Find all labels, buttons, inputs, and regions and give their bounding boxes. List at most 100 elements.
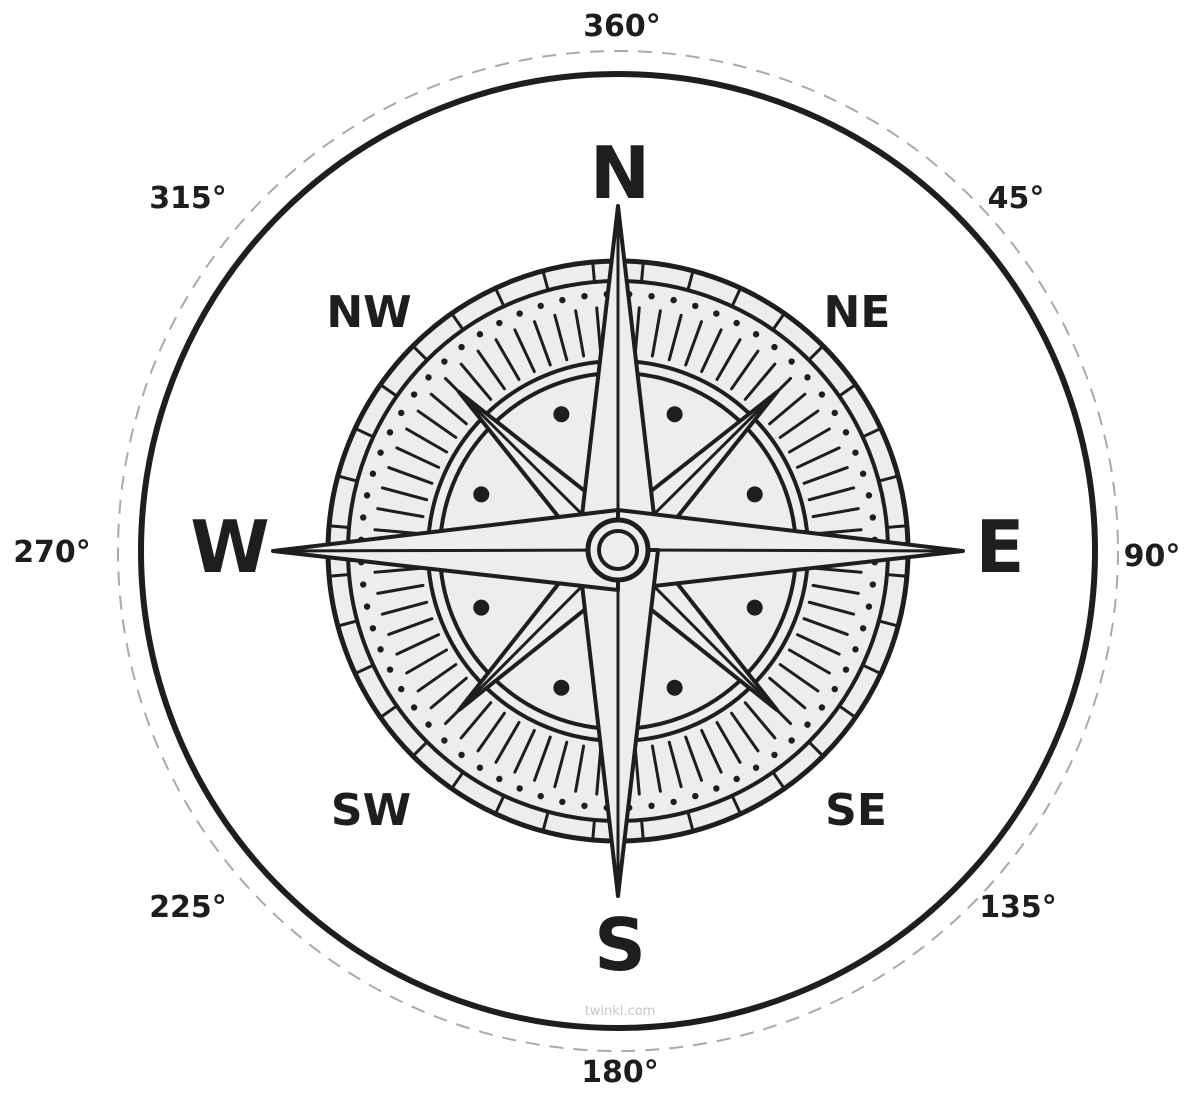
ring-dot [538, 793, 544, 799]
ring-dot [425, 721, 431, 727]
inner-dot [473, 486, 489, 502]
ring-dot [670, 799, 676, 805]
ring-dot [733, 776, 739, 782]
ring-dot [832, 686, 838, 692]
ring-dot [692, 303, 698, 309]
ring-dot [581, 293, 587, 299]
ring-dot [559, 799, 565, 805]
band-tick [593, 820, 595, 840]
ring-dot [516, 310, 522, 316]
ring-dot [692, 793, 698, 799]
band-tick [887, 575, 907, 577]
ring-dot [648, 803, 654, 809]
band-tick [329, 575, 349, 577]
ring-dot [425, 374, 431, 380]
ring-dot [733, 320, 739, 326]
ring-dot [753, 765, 759, 771]
ring-dot [852, 646, 858, 652]
ring-dot [360, 514, 366, 520]
ring-dot [370, 471, 376, 477]
ring-dot [477, 331, 483, 337]
band-tick [593, 262, 595, 282]
ring-dot [753, 331, 759, 337]
band-tick [887, 526, 907, 528]
ring-dot [441, 737, 447, 743]
band-tick [642, 820, 644, 840]
degree-label-180: 180° [581, 1055, 659, 1089]
ring-dot [771, 344, 777, 350]
ring-dot [819, 704, 825, 710]
ring-dot [648, 293, 654, 299]
ring-dot [411, 704, 417, 710]
degree-label-360: 360° [583, 9, 661, 44]
degree-label-45: 45° [988, 181, 1045, 216]
intercardinal-label-nw: NW [326, 287, 411, 338]
ring-dot [843, 429, 849, 435]
star-point-ridge [273, 550, 618, 551]
ring-dot [496, 776, 502, 782]
ring-dot [398, 686, 404, 692]
ring-dot [670, 297, 676, 303]
ring-dot [713, 310, 719, 316]
inner-dot [667, 680, 683, 696]
ring-dot [387, 429, 393, 435]
ring-dot [441, 358, 447, 364]
ring-dot [387, 666, 393, 672]
ring-dot [866, 492, 872, 498]
cardinal-label-west: W [190, 505, 269, 589]
inner-dot [473, 600, 489, 616]
ring-dot [516, 785, 522, 791]
ring-dot [713, 785, 719, 791]
degree-label-270: 270° [13, 535, 91, 570]
ring-dot [538, 303, 544, 309]
inner-dot [747, 486, 763, 502]
ring-dot [788, 358, 794, 364]
ring-dot [377, 449, 383, 455]
inner-dot [553, 680, 569, 696]
ring-dot [458, 752, 464, 758]
ring-dot [364, 492, 370, 498]
degree-label-90: 90° [1124, 539, 1181, 574]
ring-dot [477, 765, 483, 771]
ring-dot [860, 625, 866, 631]
inner-dot [553, 406, 569, 422]
ring-dot [866, 603, 872, 609]
degree-label-315: 315° [149, 181, 227, 216]
ring-dot [377, 646, 383, 652]
inner-dot [667, 406, 683, 422]
ring-dot [870, 581, 876, 587]
ring-dot [843, 666, 849, 672]
cardinal-label-east: E [975, 505, 1024, 589]
cardinal-label-south: S [594, 903, 646, 987]
band-tick [642, 262, 644, 282]
ring-dot [860, 471, 866, 477]
intercardinal-label-sw: SW [331, 785, 411, 836]
ring-dot [832, 410, 838, 416]
ring-dot [771, 752, 777, 758]
ring-dot [788, 737, 794, 743]
star-point-ridge [618, 550, 963, 551]
ring-dot [870, 514, 876, 520]
ring-dot [398, 410, 404, 416]
ring-dot [852, 449, 858, 455]
watermark-text: twinkl.com [585, 1004, 656, 1019]
intercardinal-label-se: SE [825, 785, 887, 836]
degree-label-225: 225° [149, 890, 227, 925]
degree-label-135: 135° [979, 890, 1057, 925]
ring-dot [581, 803, 587, 809]
ring-dot [360, 581, 366, 587]
intercardinal-label-ne: NE [824, 287, 891, 338]
band-tick [329, 526, 349, 528]
ring-dot [819, 391, 825, 397]
inner-dot [747, 600, 763, 616]
ring-dot [411, 391, 417, 397]
center-hub-inner [599, 531, 637, 569]
ring-dot [458, 344, 464, 350]
ring-dot [364, 603, 370, 609]
ring-dot [496, 320, 502, 326]
ring-dot [370, 625, 376, 631]
ring-dot [804, 721, 810, 727]
cardinal-label-north: N [590, 131, 650, 215]
